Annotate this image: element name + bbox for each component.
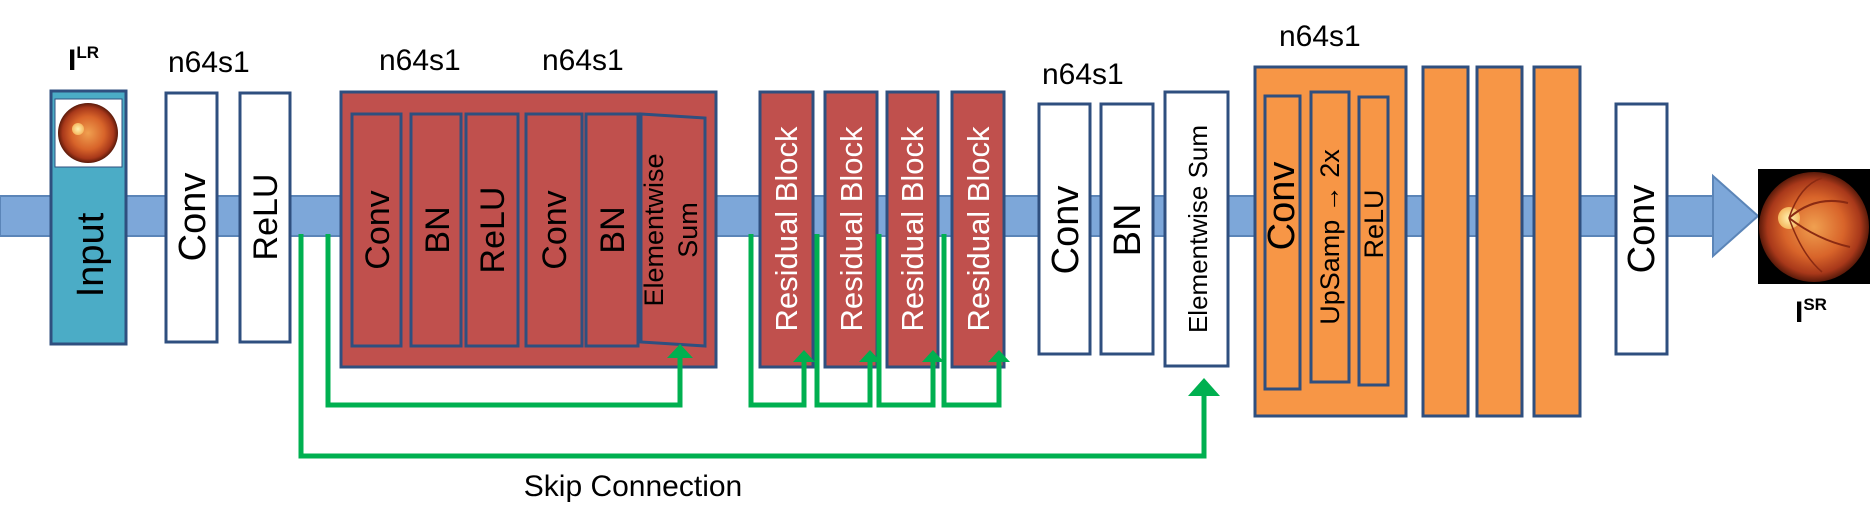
relu1-block: ReLU [238, 91, 292, 344]
elementwise-sum-block: Elementwise Sum [1163, 90, 1230, 368]
input-label: Input [70, 212, 112, 297]
res-sum-label: Sum [673, 202, 703, 258]
output-image [1758, 169, 1870, 284]
conv-final-block: Conv [1614, 102, 1669, 356]
conv-final-label: Conv [1621, 185, 1663, 274]
upsample-stage-2 [1421, 65, 1470, 418]
res-conv1-label: Conv [359, 190, 397, 269]
residual-block-2-label: Residual Block [834, 126, 869, 332]
elementwise-sum-label: Elementwise Sum [1183, 125, 1213, 333]
residual-block-4-label: Residual Block [961, 126, 996, 332]
res-relu-label: ReLU [474, 187, 512, 274]
bn2-label: BN [1107, 204, 1149, 257]
upsample-relu-label: ReLU [1359, 189, 1389, 258]
retina-thumbnail-icon [58, 103, 118, 163]
residual-block-expanded: Conv BN ReLU Conv BN Elementwise Sum [339, 90, 718, 369]
output-image-label: ISR [1795, 295, 1827, 329]
skip-arrowhead-rb4 [988, 350, 1010, 362]
upsample-stage-3 [1475, 65, 1524, 418]
residual-block-1-label: Residual Block [769, 126, 804, 332]
upsample-block: Conv UpSamp → 2x ReLU [1253, 65, 1408, 418]
skip-arrowhead-rb2 [859, 350, 881, 362]
skip-arrowhead-rb3 [922, 350, 944, 362]
skip-rb2 [814, 234, 873, 408]
upsample-config-label: n64s1 [1279, 20, 1361, 53]
residual-block-1: Residual Block [758, 90, 815, 369]
skip-long [298, 234, 1207, 459]
input-image-label: ILR [68, 43, 99, 77]
res-conv2-label: Conv [536, 190, 574, 269]
res-conv2-config-label: n64s1 [542, 44, 624, 77]
upsample-conv-label: Conv [1261, 162, 1303, 251]
skip-connections [298, 234, 1220, 459]
res-elementwise-label: Elementwise [639, 153, 669, 306]
conv2-block: Conv [1037, 102, 1092, 356]
skip-arrowhead-residual [667, 344, 693, 358]
residual-block-2: Residual Block [823, 90, 879, 369]
conv1-label: Conv [172, 173, 214, 262]
relu1-label: ReLU [247, 174, 285, 261]
skip-rb4 [941, 234, 1002, 408]
skip-arrowhead-long [1188, 378, 1220, 396]
residual-block-3: Residual Block [885, 90, 940, 369]
residual-block-4: Residual Block [950, 90, 1006, 369]
residual-block-3-label: Residual Block [895, 126, 930, 332]
conv1-block: Conv [164, 91, 219, 344]
skip-rb3 [876, 234, 936, 408]
bn2-block: BN [1099, 102, 1155, 356]
res-conv-config-label: n64s1 [379, 44, 461, 77]
upsamp-label: UpSamp → 2x [1315, 149, 1345, 325]
input-block: Input [49, 89, 128, 346]
conv1-config-label: n64s1 [168, 46, 250, 79]
post-conv-config-label: n64s1 [1042, 58, 1124, 91]
skip-residual-internal [325, 234, 683, 408]
upsample-stage-4 [1532, 65, 1582, 418]
retina-image-icon [1759, 172, 1869, 282]
res-bn2-label: BN [594, 206, 632, 253]
conv2-label: Conv [1045, 186, 1087, 275]
skip-rb1 [748, 234, 807, 408]
skip-arrowhead-rb1 [793, 350, 815, 362]
skip-connection-label: Skip Connection [524, 470, 742, 503]
res-bn1-label: BN [419, 206, 457, 253]
